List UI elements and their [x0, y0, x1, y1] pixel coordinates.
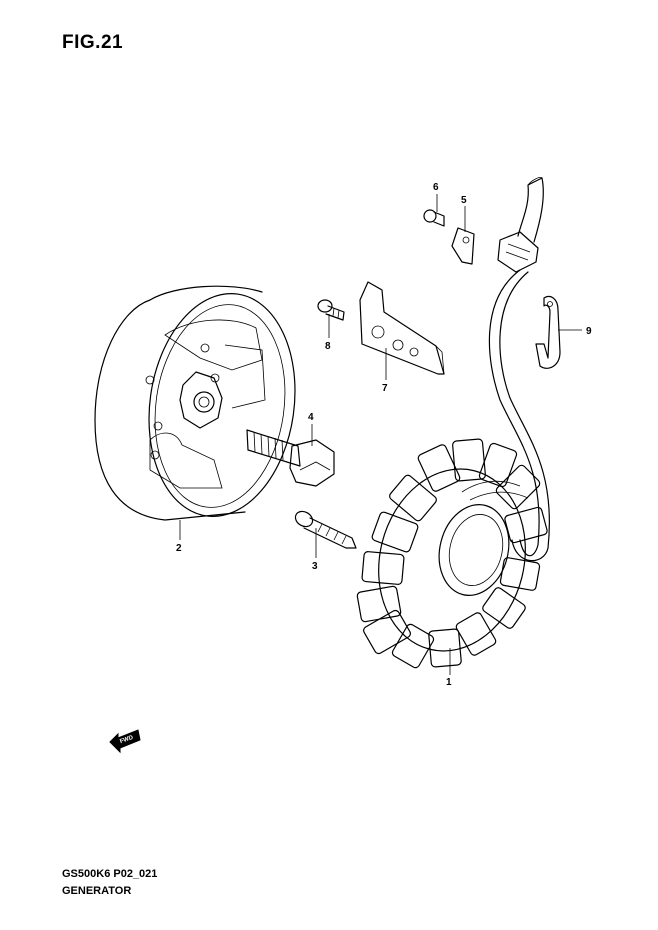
callout-7: 7 [382, 383, 388, 394]
figure-title: FIG.21 [62, 32, 124, 53]
callout-5: 5 [461, 195, 467, 206]
rotor-drawing [94, 285, 296, 521]
clamp-5-drawing [451, 227, 475, 265]
clamp-9-drawing [535, 295, 561, 369]
fwd-arrow: FWD [109, 729, 141, 754]
rotor-bolt-drawing [246, 429, 335, 487]
callout-3: 3 [312, 561, 318, 572]
callout-4: 4 [308, 412, 314, 423]
figure-name: GENERATOR [62, 885, 132, 897]
callout-2: 2 [176, 543, 182, 554]
plate-drawing [359, 281, 445, 375]
callout-6: 6 [433, 182, 439, 193]
figure-code: GS500K6 P02_021 [62, 868, 158, 880]
callout-1: 1 [446, 677, 452, 688]
screw-6-drawing [423, 209, 445, 227]
callout-8: 8 [325, 341, 331, 352]
small-screw-8-drawing [317, 299, 345, 321]
fwd-label: FWD [119, 735, 135, 746]
callout-9: 9 [586, 326, 592, 337]
stator-screw-drawing [294, 510, 357, 549]
stator-drawing [356, 177, 550, 669]
